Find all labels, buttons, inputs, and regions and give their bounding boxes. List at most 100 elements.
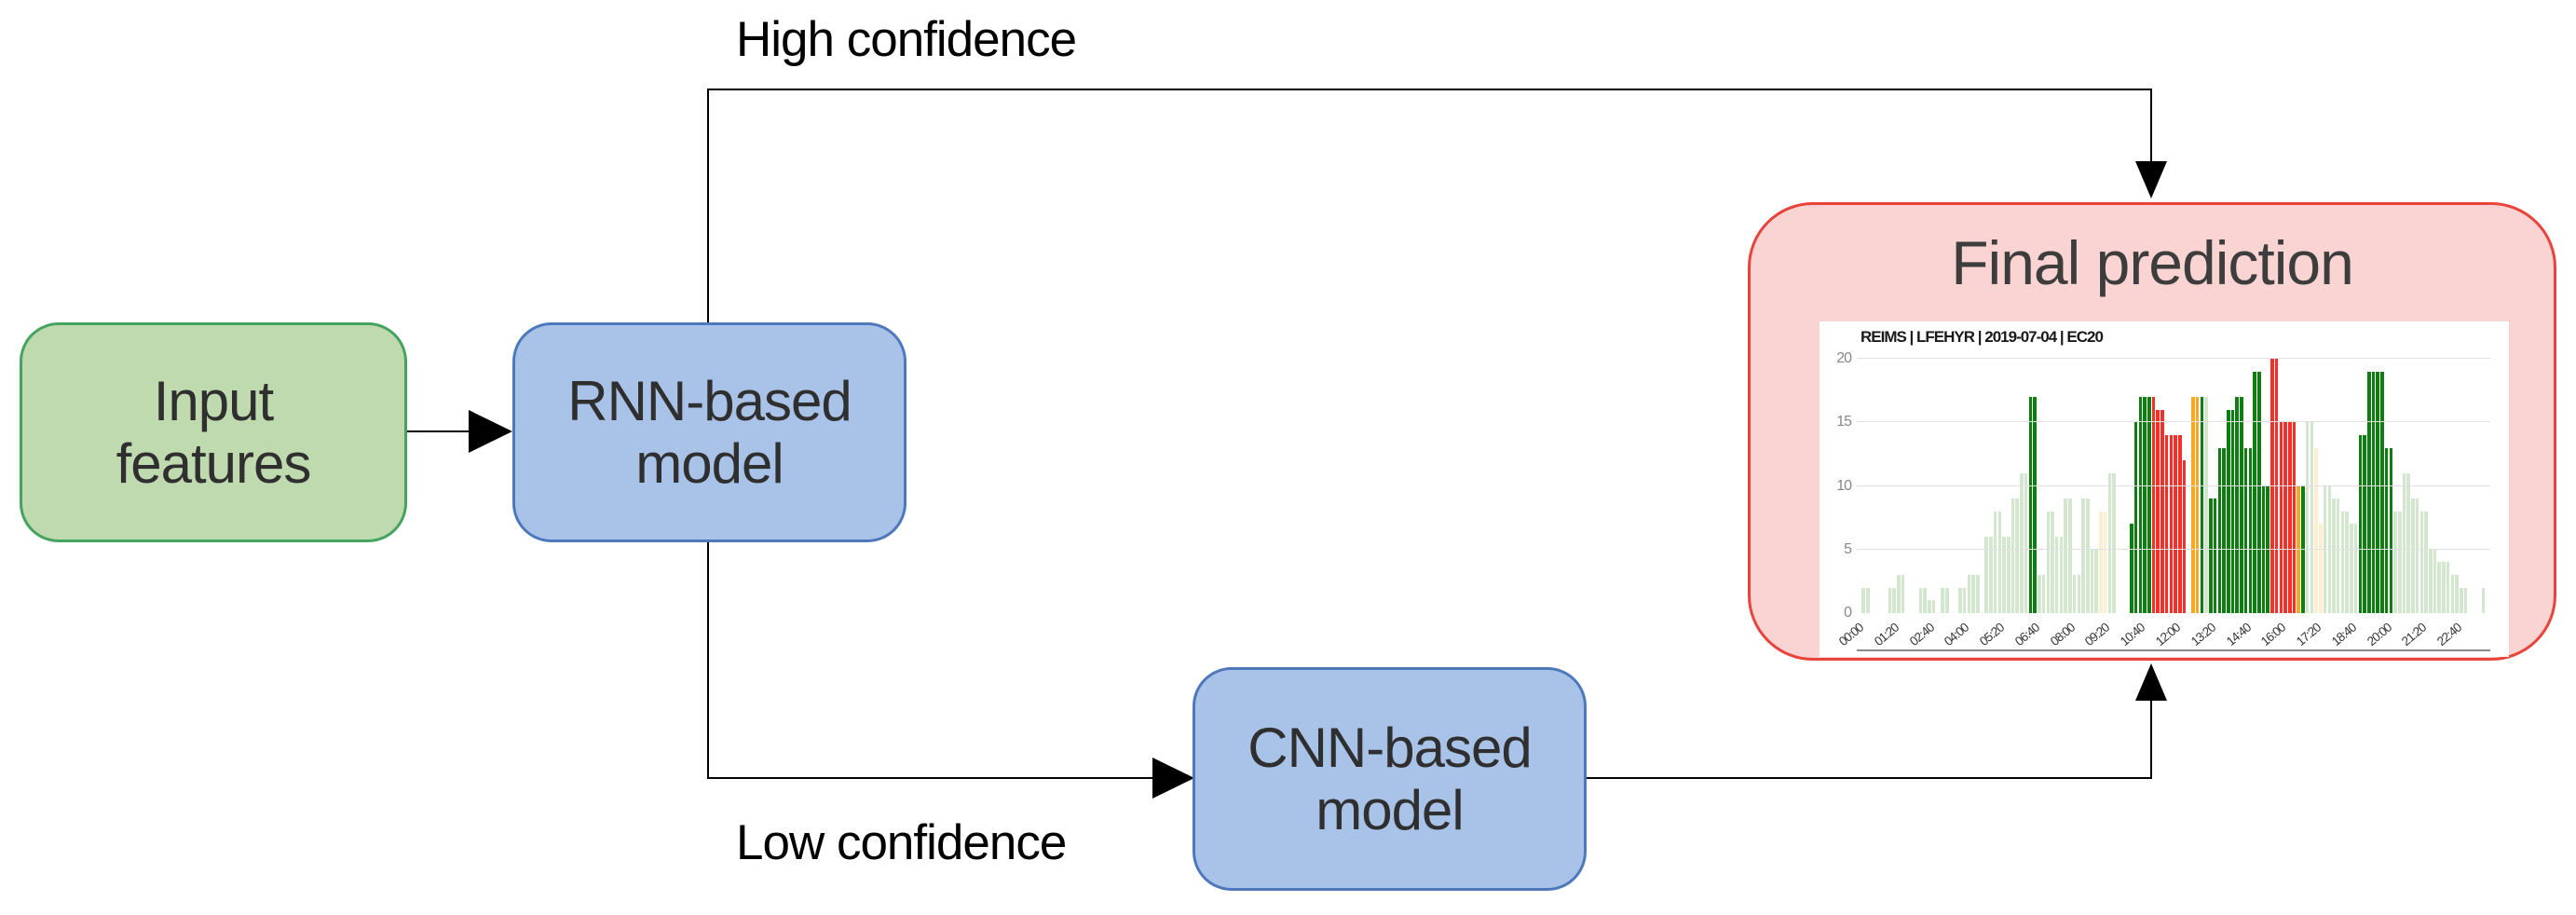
bar xyxy=(2336,498,2340,613)
bar xyxy=(1944,587,1949,613)
gridline-y-15 xyxy=(1857,421,2490,423)
bar xyxy=(2253,371,2256,613)
bar xyxy=(2257,371,2261,613)
bar xyxy=(2010,498,2015,613)
bar xyxy=(2345,511,2349,613)
bar xyxy=(2038,575,2041,613)
bar xyxy=(2463,587,2468,613)
rnn-model-label-line2: model xyxy=(635,432,784,495)
cnn-model-label-line1: CNN-based xyxy=(1247,716,1532,779)
bar xyxy=(1892,587,1896,613)
bar xyxy=(1931,600,1936,613)
input-features-label-line1: Input xyxy=(153,369,274,432)
bar xyxy=(2398,511,2402,613)
bar xyxy=(2222,447,2226,613)
bar xyxy=(2292,422,2297,613)
bar xyxy=(2015,498,2019,613)
bar xyxy=(2103,511,2107,613)
bar xyxy=(2002,537,2006,613)
bar xyxy=(1958,587,1962,613)
bar xyxy=(2270,359,2274,613)
bar xyxy=(1984,537,1988,613)
bar xyxy=(2274,359,2279,613)
bar xyxy=(2450,575,2455,613)
bar xyxy=(1993,511,1997,613)
bar xyxy=(2406,472,2410,613)
bar xyxy=(2200,396,2204,613)
bar xyxy=(2393,511,2397,613)
bar-series xyxy=(1857,359,2490,613)
bar xyxy=(2243,447,2248,613)
cnn-model-node: CNN-based model xyxy=(1193,667,1587,891)
bar xyxy=(2195,396,2200,613)
rnn-model-node: RNN-based model xyxy=(512,322,906,542)
bar xyxy=(1997,511,2002,613)
bar xyxy=(2261,485,2266,613)
bar xyxy=(2160,409,2164,613)
edge-low-arrowhead xyxy=(1152,758,1194,799)
bar xyxy=(2107,472,2112,613)
bar xyxy=(2051,511,2054,613)
bar xyxy=(2041,575,2046,613)
bar xyxy=(1866,587,1870,613)
bar xyxy=(2090,549,2094,613)
bar xyxy=(2350,524,2353,613)
bar xyxy=(2446,562,2450,613)
bar xyxy=(1901,575,1905,613)
bar xyxy=(2297,485,2300,613)
cnn-model-label-line2: model xyxy=(1315,779,1464,841)
gridline-y-10 xyxy=(1857,485,2490,486)
bar xyxy=(2415,498,2419,613)
edge-cnn-final-arrowhead xyxy=(2135,663,2167,701)
bar xyxy=(1928,600,1931,613)
bar xyxy=(2305,422,2310,613)
bar xyxy=(2384,447,2389,613)
bar xyxy=(2283,422,2287,613)
bar xyxy=(2235,396,2239,613)
bar xyxy=(1989,537,1993,613)
edge-input-rnn-arrowhead xyxy=(469,410,512,453)
bar xyxy=(2389,447,2393,613)
bar xyxy=(2059,537,2064,613)
bar xyxy=(2327,485,2332,613)
bar xyxy=(2419,511,2424,613)
bar xyxy=(2174,434,2177,613)
bar xyxy=(2240,396,2243,613)
bar xyxy=(2363,434,2366,613)
bar xyxy=(2143,396,2147,613)
bar xyxy=(2455,575,2459,613)
bar xyxy=(2217,447,2222,613)
bar xyxy=(2178,434,2182,613)
bar xyxy=(2358,434,2363,613)
bar xyxy=(2130,524,2133,613)
bar xyxy=(2380,371,2384,613)
bar xyxy=(2323,485,2327,613)
bar xyxy=(2481,587,2486,613)
bar xyxy=(2204,396,2208,613)
bar xyxy=(1888,587,1892,613)
edge-input-rnn-line xyxy=(407,430,469,432)
bar xyxy=(2164,434,2169,613)
bar xyxy=(2366,371,2371,613)
bar xyxy=(2433,549,2437,613)
edge-cnn-final-rise-line xyxy=(2150,701,2152,779)
bar xyxy=(2340,511,2345,613)
bar xyxy=(2133,422,2138,613)
edge-high-drop-line xyxy=(2150,89,2152,163)
bar xyxy=(1918,587,1923,613)
gridline-y-5 xyxy=(1857,548,2490,550)
bar xyxy=(2310,422,2314,613)
bar xyxy=(2332,498,2336,613)
low-confidence-label: Low confidence xyxy=(736,815,1067,870)
bar xyxy=(2151,396,2156,613)
input-features-node: Input features xyxy=(20,322,407,542)
bar xyxy=(1971,575,1975,613)
bar xyxy=(2424,511,2428,613)
bar xyxy=(2046,511,2051,613)
bar xyxy=(2182,460,2187,613)
final-prediction-title: Final prediction xyxy=(1951,228,2354,297)
bar xyxy=(2288,422,2292,613)
edge-high-horizontal-line xyxy=(707,89,2152,90)
bar xyxy=(2230,409,2235,613)
